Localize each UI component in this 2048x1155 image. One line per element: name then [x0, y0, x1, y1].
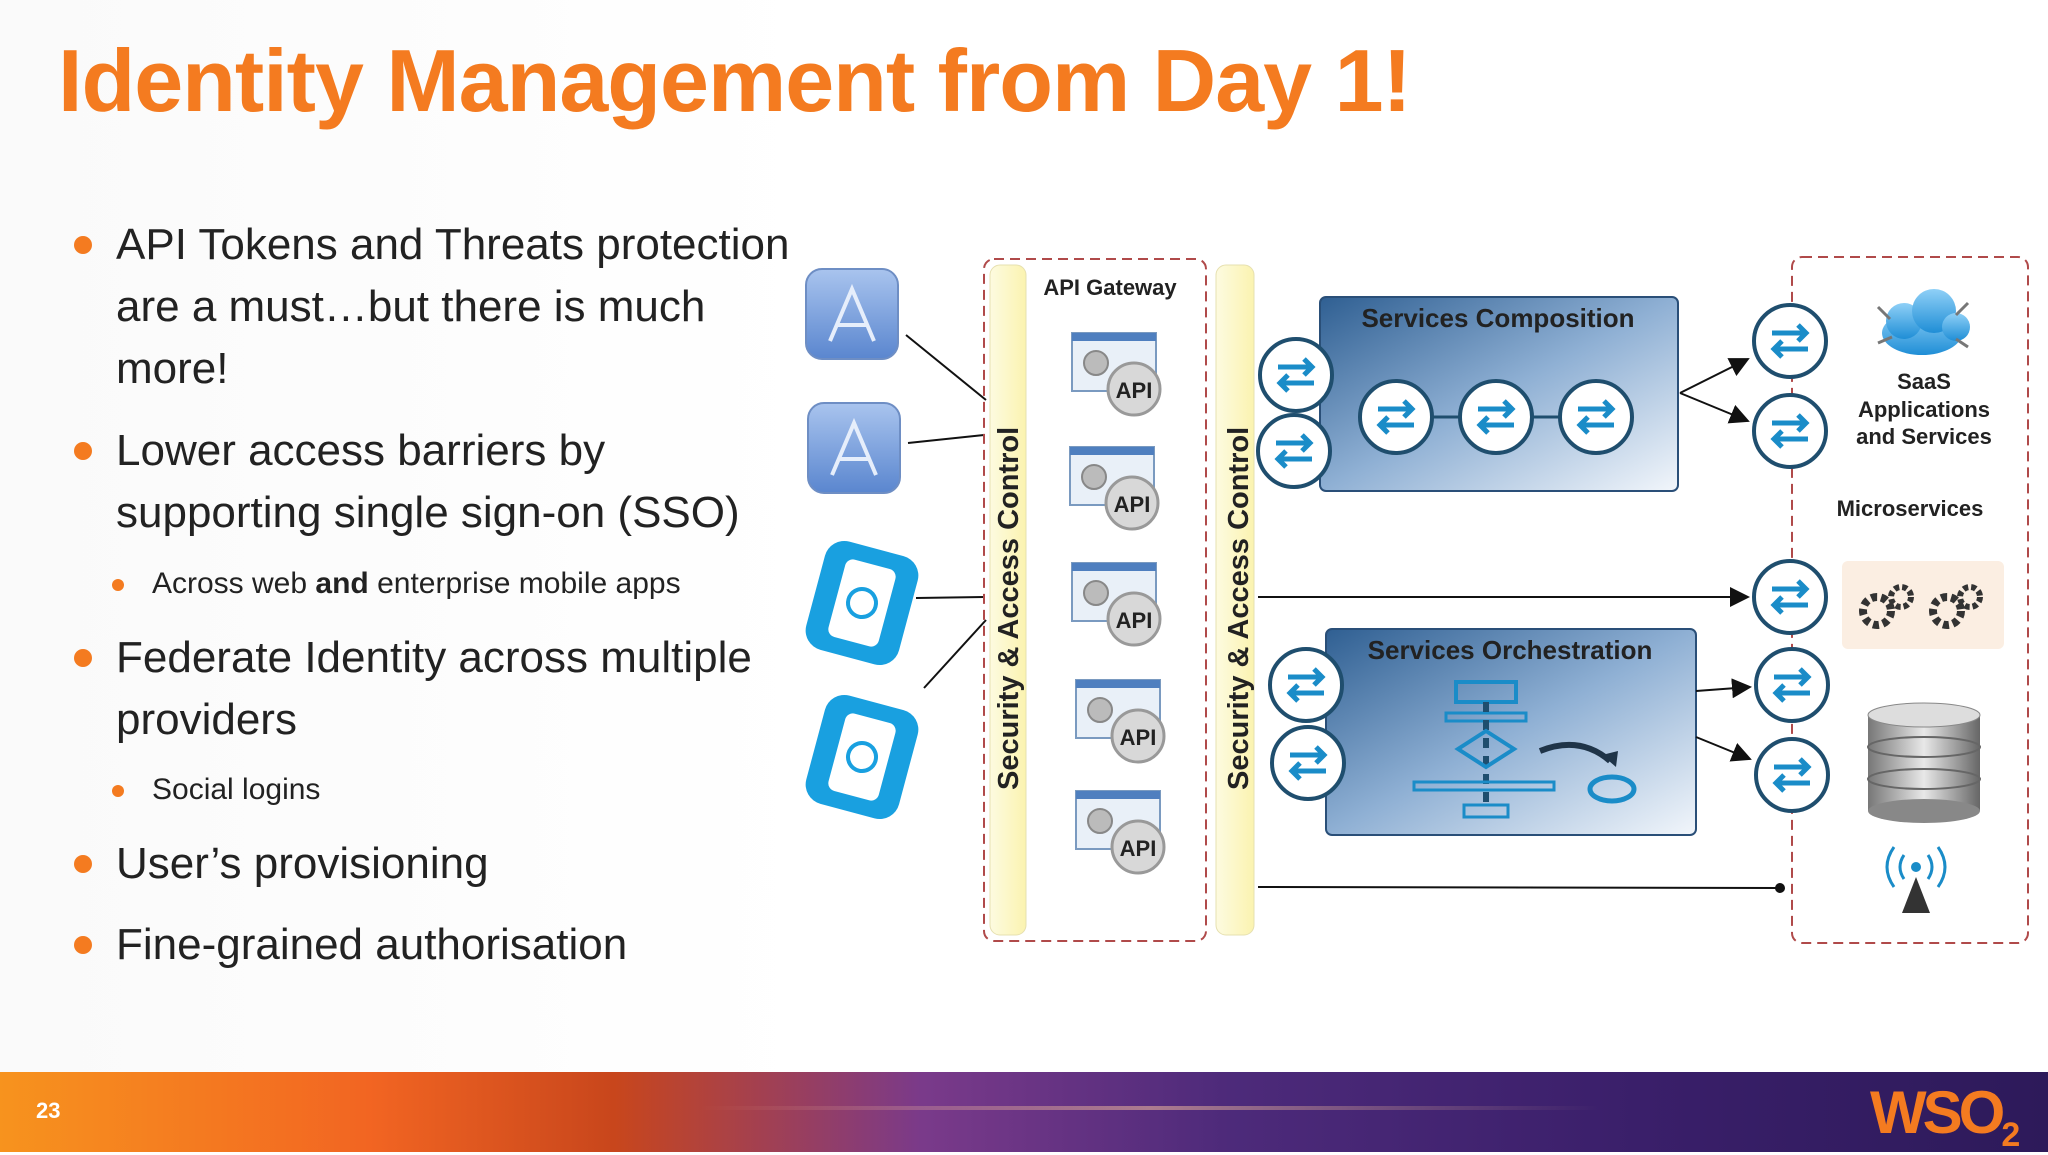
bullet-dot	[74, 855, 92, 873]
slide-number: 23	[36, 1098, 61, 1123]
microservices-panel	[1842, 561, 2004, 649]
sub-bullet-text-pre: Across web	[152, 567, 316, 600]
antenna-icon	[1885, 846, 1947, 913]
api-gateway-label: API Gateway	[1043, 275, 1177, 300]
bullet-item: Lower access barriers by supporting sing…	[74, 420, 796, 544]
sub-bullet-text-bold: and	[315, 567, 369, 600]
svg-text:API: API	[1120, 725, 1157, 750]
svg-text:API: API	[1116, 378, 1153, 403]
bullet-dot	[74, 936, 92, 954]
service-icon	[1270, 649, 1342, 721]
api-gateway-box	[983, 258, 1207, 942]
sub-bullet-text: Social logins	[152, 773, 321, 806]
bullet-text: Fine-grained authorisation	[116, 920, 628, 969]
security-bar	[989, 264, 1027, 936]
service-icon	[1756, 739, 1828, 811]
svg-text:API: API	[1120, 836, 1157, 861]
bullet-item: Fine-grained authorisation	[74, 914, 796, 976]
api-icon: API	[1070, 561, 1162, 647]
gears-icon	[1859, 584, 1983, 629]
service-icon	[1360, 381, 1432, 453]
bullet-item: Federate Identity across multiple provid…	[74, 627, 796, 751]
api-icon: API	[1074, 678, 1166, 764]
service-icon	[1260, 339, 1332, 411]
services-composition-title: Services Composition	[1361, 303, 1634, 333]
database-icon	[1867, 702, 1981, 823]
service-icon	[1272, 727, 1344, 799]
api-icon: API	[1074, 789, 1166, 875]
svg-text:API: API	[1116, 608, 1153, 633]
security-access-label: Security & Access Control	[1223, 427, 1255, 790]
saas-label-line3: and Services	[1856, 424, 1992, 449]
microservices-label: Microservices	[1837, 496, 1984, 521]
bullet-text: API Tokens and Threats protection are a …	[116, 220, 790, 393]
service-icon	[1754, 395, 1826, 467]
footer-bar	[0, 1072, 2048, 1152]
service-icon	[1560, 381, 1632, 453]
app-store-icon	[805, 268, 899, 360]
services-orchestration-title: Services Orchestration	[1368, 635, 1653, 665]
saas-label-line2: Applications	[1858, 397, 1990, 422]
bullet-dot	[74, 442, 92, 460]
sub-bullet-item: Social logins	[112, 770, 321, 810]
bullet-text: User’s provisioning	[116, 839, 489, 888]
service-icon	[1756, 649, 1828, 721]
architecture-diagram: API Gateway Security & Access Control AP…	[805, 256, 2029, 944]
api-icon: API	[1068, 445, 1160, 531]
app-store-icon	[807, 402, 901, 494]
bullet-item: API Tokens and Threats protection are a …	[74, 214, 796, 400]
service-icon	[1754, 305, 1826, 377]
svg-text:API: API	[1114, 492, 1151, 517]
bullet-text: Federate Identity across multiple provid…	[116, 633, 752, 744]
mobile-app-icon	[805, 694, 919, 820]
bullet-dot	[74, 649, 92, 667]
bullet-item: User’s provisioning	[74, 833, 796, 895]
wso2-logo: WSO2	[1870, 1079, 2020, 1154]
mobile-app-icon	[805, 540, 919, 666]
bullet-dot	[74, 236, 92, 254]
service-icon	[1754, 561, 1826, 633]
api-icon: API	[1070, 331, 1162, 417]
service-icon	[1258, 415, 1330, 487]
flowchart-icon	[1412, 680, 1637, 819]
footer-streak	[700, 1106, 1600, 1110]
bullet-dot	[112, 785, 124, 797]
service-icon	[1460, 381, 1532, 453]
bullet-dot	[112, 579, 124, 591]
sub-bullet-item: Across web and enterprise mobile apps	[112, 564, 681, 604]
cloud-icon	[1876, 289, 1970, 355]
slide-title: Identity Management from Day 1!	[58, 31, 1412, 130]
security-access-label: Security & Access Control	[993, 427, 1025, 790]
bullet-text: Lower access barriers by supporting sing…	[116, 426, 740, 537]
saas-label-line1: SaaS	[1897, 369, 1951, 394]
security-bar	[1215, 264, 1255, 936]
sub-bullet-text-post: enterprise mobile apps	[368, 567, 681, 600]
